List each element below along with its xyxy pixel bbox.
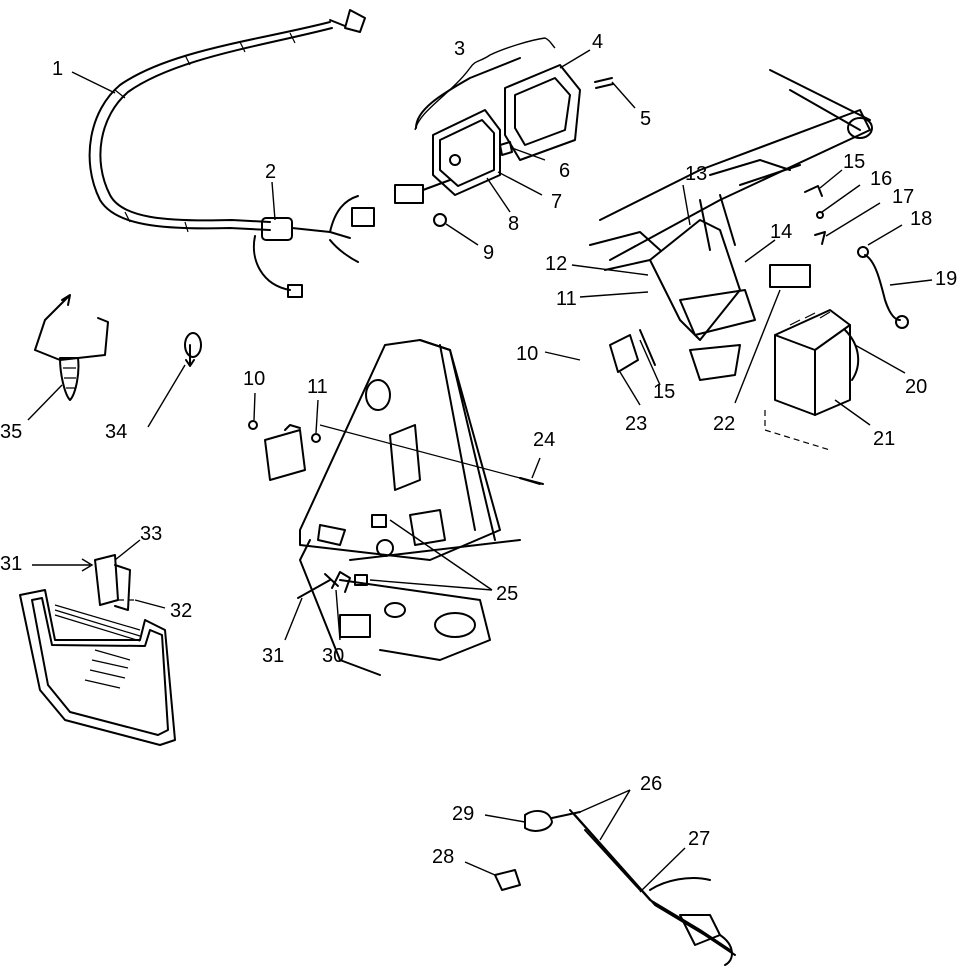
- wiring-harness: [88, 9, 375, 298]
- label-3: 3: [454, 38, 465, 60]
- label-28: 28: [432, 846, 454, 868]
- strap-hook: [34, 294, 109, 401]
- label-19: 19: [935, 268, 957, 290]
- label-24: 24: [533, 429, 555, 451]
- label-34: 34: [105, 421, 127, 443]
- label-10-frame: 10: [516, 343, 538, 365]
- label-6: 6: [559, 160, 570, 182]
- lower-harness: [494, 809, 736, 966]
- label-11-frame: 11: [556, 288, 577, 310]
- label-21: 21: [873, 428, 895, 450]
- battery-cable: [804, 185, 909, 329]
- label-14: 14: [770, 221, 792, 243]
- battery: [764, 264, 860, 451]
- label-35: 35: [0, 421, 22, 443]
- label-31-bottom: 31: [262, 645, 284, 667]
- label-31-left: 31: [0, 553, 22, 575]
- label-17: 17: [892, 186, 914, 208]
- label-32: 32: [170, 600, 192, 622]
- label-9: 9: [483, 242, 494, 264]
- label-12: 12: [545, 253, 567, 275]
- label-15-bottom: 15: [653, 381, 675, 403]
- label-18: 18: [910, 208, 932, 230]
- label-11-regulator: 11: [307, 376, 328, 398]
- label-30: 30: [322, 645, 344, 667]
- label-22: 22: [713, 413, 735, 435]
- label-4: 4: [592, 31, 603, 53]
- label-10-regulator: 10: [243, 368, 265, 390]
- frame-chassis: [589, 69, 873, 381]
- label-1: 1: [52, 58, 63, 80]
- cable-tie: [184, 332, 202, 367]
- electrical-box: [299, 339, 521, 676]
- mud-flap: [19, 554, 176, 746]
- taillight-assembly: [394, 57, 614, 227]
- label-2: 2: [265, 161, 276, 183]
- label-33: 33: [140, 523, 162, 545]
- label-7: 7: [551, 191, 562, 213]
- label-23: 23: [625, 413, 647, 435]
- fasteners: [297, 477, 544, 599]
- leader-lines: [27, 37, 933, 893]
- label-16: 16: [870, 168, 892, 190]
- label-25: 25: [496, 583, 518, 605]
- label-8: 8: [508, 213, 519, 235]
- label-26: 26: [640, 773, 662, 795]
- label-29: 29: [452, 803, 474, 825]
- label-27: 27: [688, 828, 710, 850]
- label-13: 13: [685, 163, 707, 185]
- label-5: 5: [640, 108, 651, 130]
- label-20: 20: [905, 376, 927, 398]
- part-labels: 1 2 3 4 5 6 7 8 9 10 11 10 11 12 13 14 1…: [0, 31, 957, 868]
- label-15-top: 15: [843, 151, 865, 173]
